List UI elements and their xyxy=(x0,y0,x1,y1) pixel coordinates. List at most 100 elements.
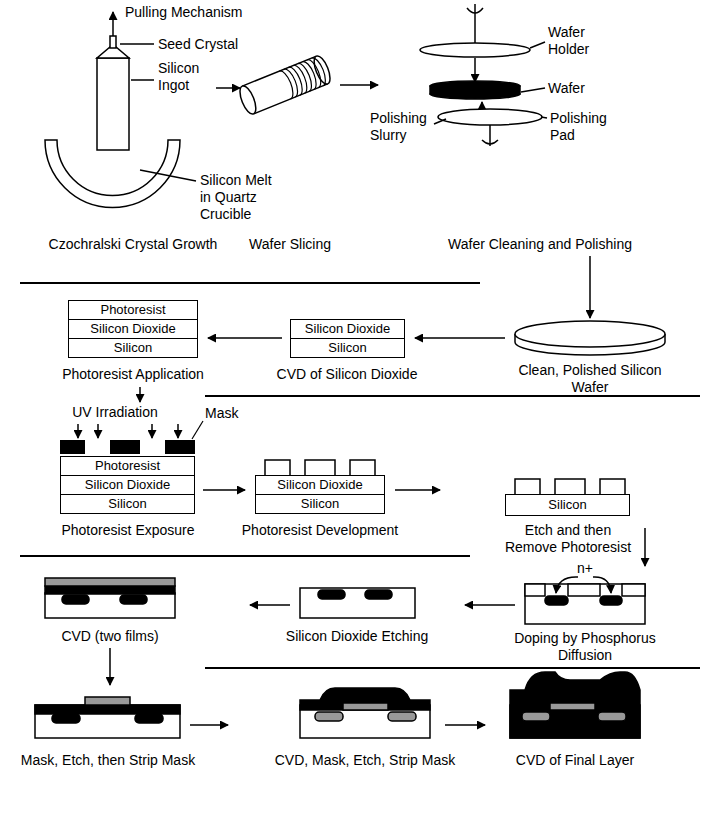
uv-arrows xyxy=(78,424,178,438)
layer-label: Photoresist xyxy=(100,302,165,318)
process-arrow xyxy=(190,724,228,726)
polishing-setup xyxy=(474,4,476,45)
patterned-wafer xyxy=(343,703,388,710)
polishing-setup xyxy=(420,43,530,57)
process-arrow xyxy=(415,337,505,339)
divider-line xyxy=(20,555,470,557)
oxide-pattern xyxy=(600,479,625,495)
czochralski-puller xyxy=(120,43,154,45)
process-arrow xyxy=(203,490,645,566)
step-label: Polishing Pad xyxy=(550,110,620,144)
two-film-wafer xyxy=(45,578,175,618)
final-wafer xyxy=(510,672,640,738)
patterned-wafer xyxy=(35,705,180,714)
step-label: Photoresist Development xyxy=(242,522,398,539)
step-label: UV Irradiation xyxy=(72,404,158,421)
step-label: Clean, Polished Silicon Wafer xyxy=(505,362,675,396)
doped-wafer xyxy=(593,577,611,593)
final-wafer xyxy=(522,712,550,721)
two-film-wafer xyxy=(45,593,175,618)
process-arrow xyxy=(109,648,111,685)
doped-wafer xyxy=(556,577,578,593)
two-film-wafer xyxy=(120,595,147,604)
step-label: Photoresist Exposure xyxy=(61,522,194,539)
oxide-pattern xyxy=(515,479,625,495)
resist-pattern xyxy=(350,460,375,476)
polishing-setup xyxy=(420,4,547,146)
polishing-setup xyxy=(434,119,446,124)
two-film-wafer xyxy=(45,586,175,594)
layer-label: Silicon Dioxide xyxy=(90,321,175,337)
layer-box: Silicon Dioxide xyxy=(60,475,195,495)
step-label: Mask, Etch, then Strip Mask xyxy=(21,752,195,769)
layer-box: Silicon xyxy=(255,494,385,514)
polishing-setup xyxy=(489,125,491,146)
layer-label: Silicon Dioxide xyxy=(277,477,362,493)
step-label: CVD (two films) xyxy=(61,628,158,645)
layer-box: Silicon Dioxide xyxy=(255,475,385,495)
layer-label: Silicon Dioxide xyxy=(85,477,170,493)
layer-label: Silicon xyxy=(328,340,366,356)
resist-pattern xyxy=(265,460,375,476)
sliced-ingot xyxy=(237,54,334,116)
patterned-wafer xyxy=(300,688,430,738)
process-arrow xyxy=(465,604,515,606)
process-arrow xyxy=(589,256,591,318)
final-wafer xyxy=(550,703,595,710)
layer-label: Silicon xyxy=(108,496,146,512)
czochralski-puller xyxy=(131,79,154,81)
divider-line xyxy=(20,282,480,284)
etched-wafer xyxy=(365,590,392,599)
polishing-setup xyxy=(521,88,545,92)
layer-box: Silicon xyxy=(68,338,198,358)
oxide-pattern xyxy=(555,479,585,495)
clean-wafer xyxy=(515,321,665,355)
layer-box: Silicon xyxy=(290,338,405,358)
polishing-setup xyxy=(467,8,483,13)
resist-pattern xyxy=(265,460,290,476)
step-label: Doping by Phosphorus Diffusion xyxy=(510,630,660,664)
process-arrow xyxy=(139,387,141,402)
step-label: Silicon Melt in Quartz Crucible xyxy=(200,172,280,223)
patterned-wafer xyxy=(135,714,163,723)
process-arrow xyxy=(340,84,378,86)
process-arrow xyxy=(208,337,282,339)
photomask xyxy=(110,440,140,454)
divider-line xyxy=(20,283,700,668)
final-wafer xyxy=(598,712,626,721)
process-arrow xyxy=(445,724,485,726)
step-label: n+ xyxy=(577,560,593,577)
layer-label: Silicon xyxy=(301,496,339,512)
patterned-wafer xyxy=(388,712,416,721)
czochralski-puller xyxy=(110,36,116,48)
step-label: Pulling Mechanism xyxy=(125,4,243,21)
polishing-setup xyxy=(430,81,520,91)
step-label: Czochralski Crystal Growth xyxy=(49,236,218,253)
step-label: Mask xyxy=(205,405,238,422)
layer-box: Silicon Dioxide xyxy=(290,319,405,339)
process-arrow xyxy=(644,528,646,566)
step-label: Etch and then Remove Photoresist xyxy=(501,522,636,556)
layer-box: Photoresist xyxy=(60,456,195,476)
layer-label: Silicon xyxy=(548,497,586,513)
sliced-ingot xyxy=(237,84,259,116)
czochralski-puller xyxy=(140,170,196,181)
polishing-setup xyxy=(482,140,498,144)
resist-pattern xyxy=(305,460,335,476)
two-film-wafer xyxy=(62,595,89,604)
polishing-setup xyxy=(474,58,476,82)
uv-arrows xyxy=(77,424,79,438)
photomask xyxy=(60,440,85,454)
doped-wafer xyxy=(525,584,545,596)
czochralski-puller xyxy=(97,58,129,150)
clean-wafer xyxy=(515,321,665,347)
patterned-wafer xyxy=(35,697,180,738)
step-label: Photoresist Application xyxy=(62,366,204,383)
patterned-wafer xyxy=(300,688,430,710)
polishing-setup xyxy=(541,117,547,118)
process-arrow xyxy=(250,604,290,606)
etched-wafer xyxy=(300,588,415,618)
layer-box: Photoresist xyxy=(68,300,198,320)
process-arrow xyxy=(216,87,240,89)
layer-box: Silicon Dioxide xyxy=(68,319,198,339)
